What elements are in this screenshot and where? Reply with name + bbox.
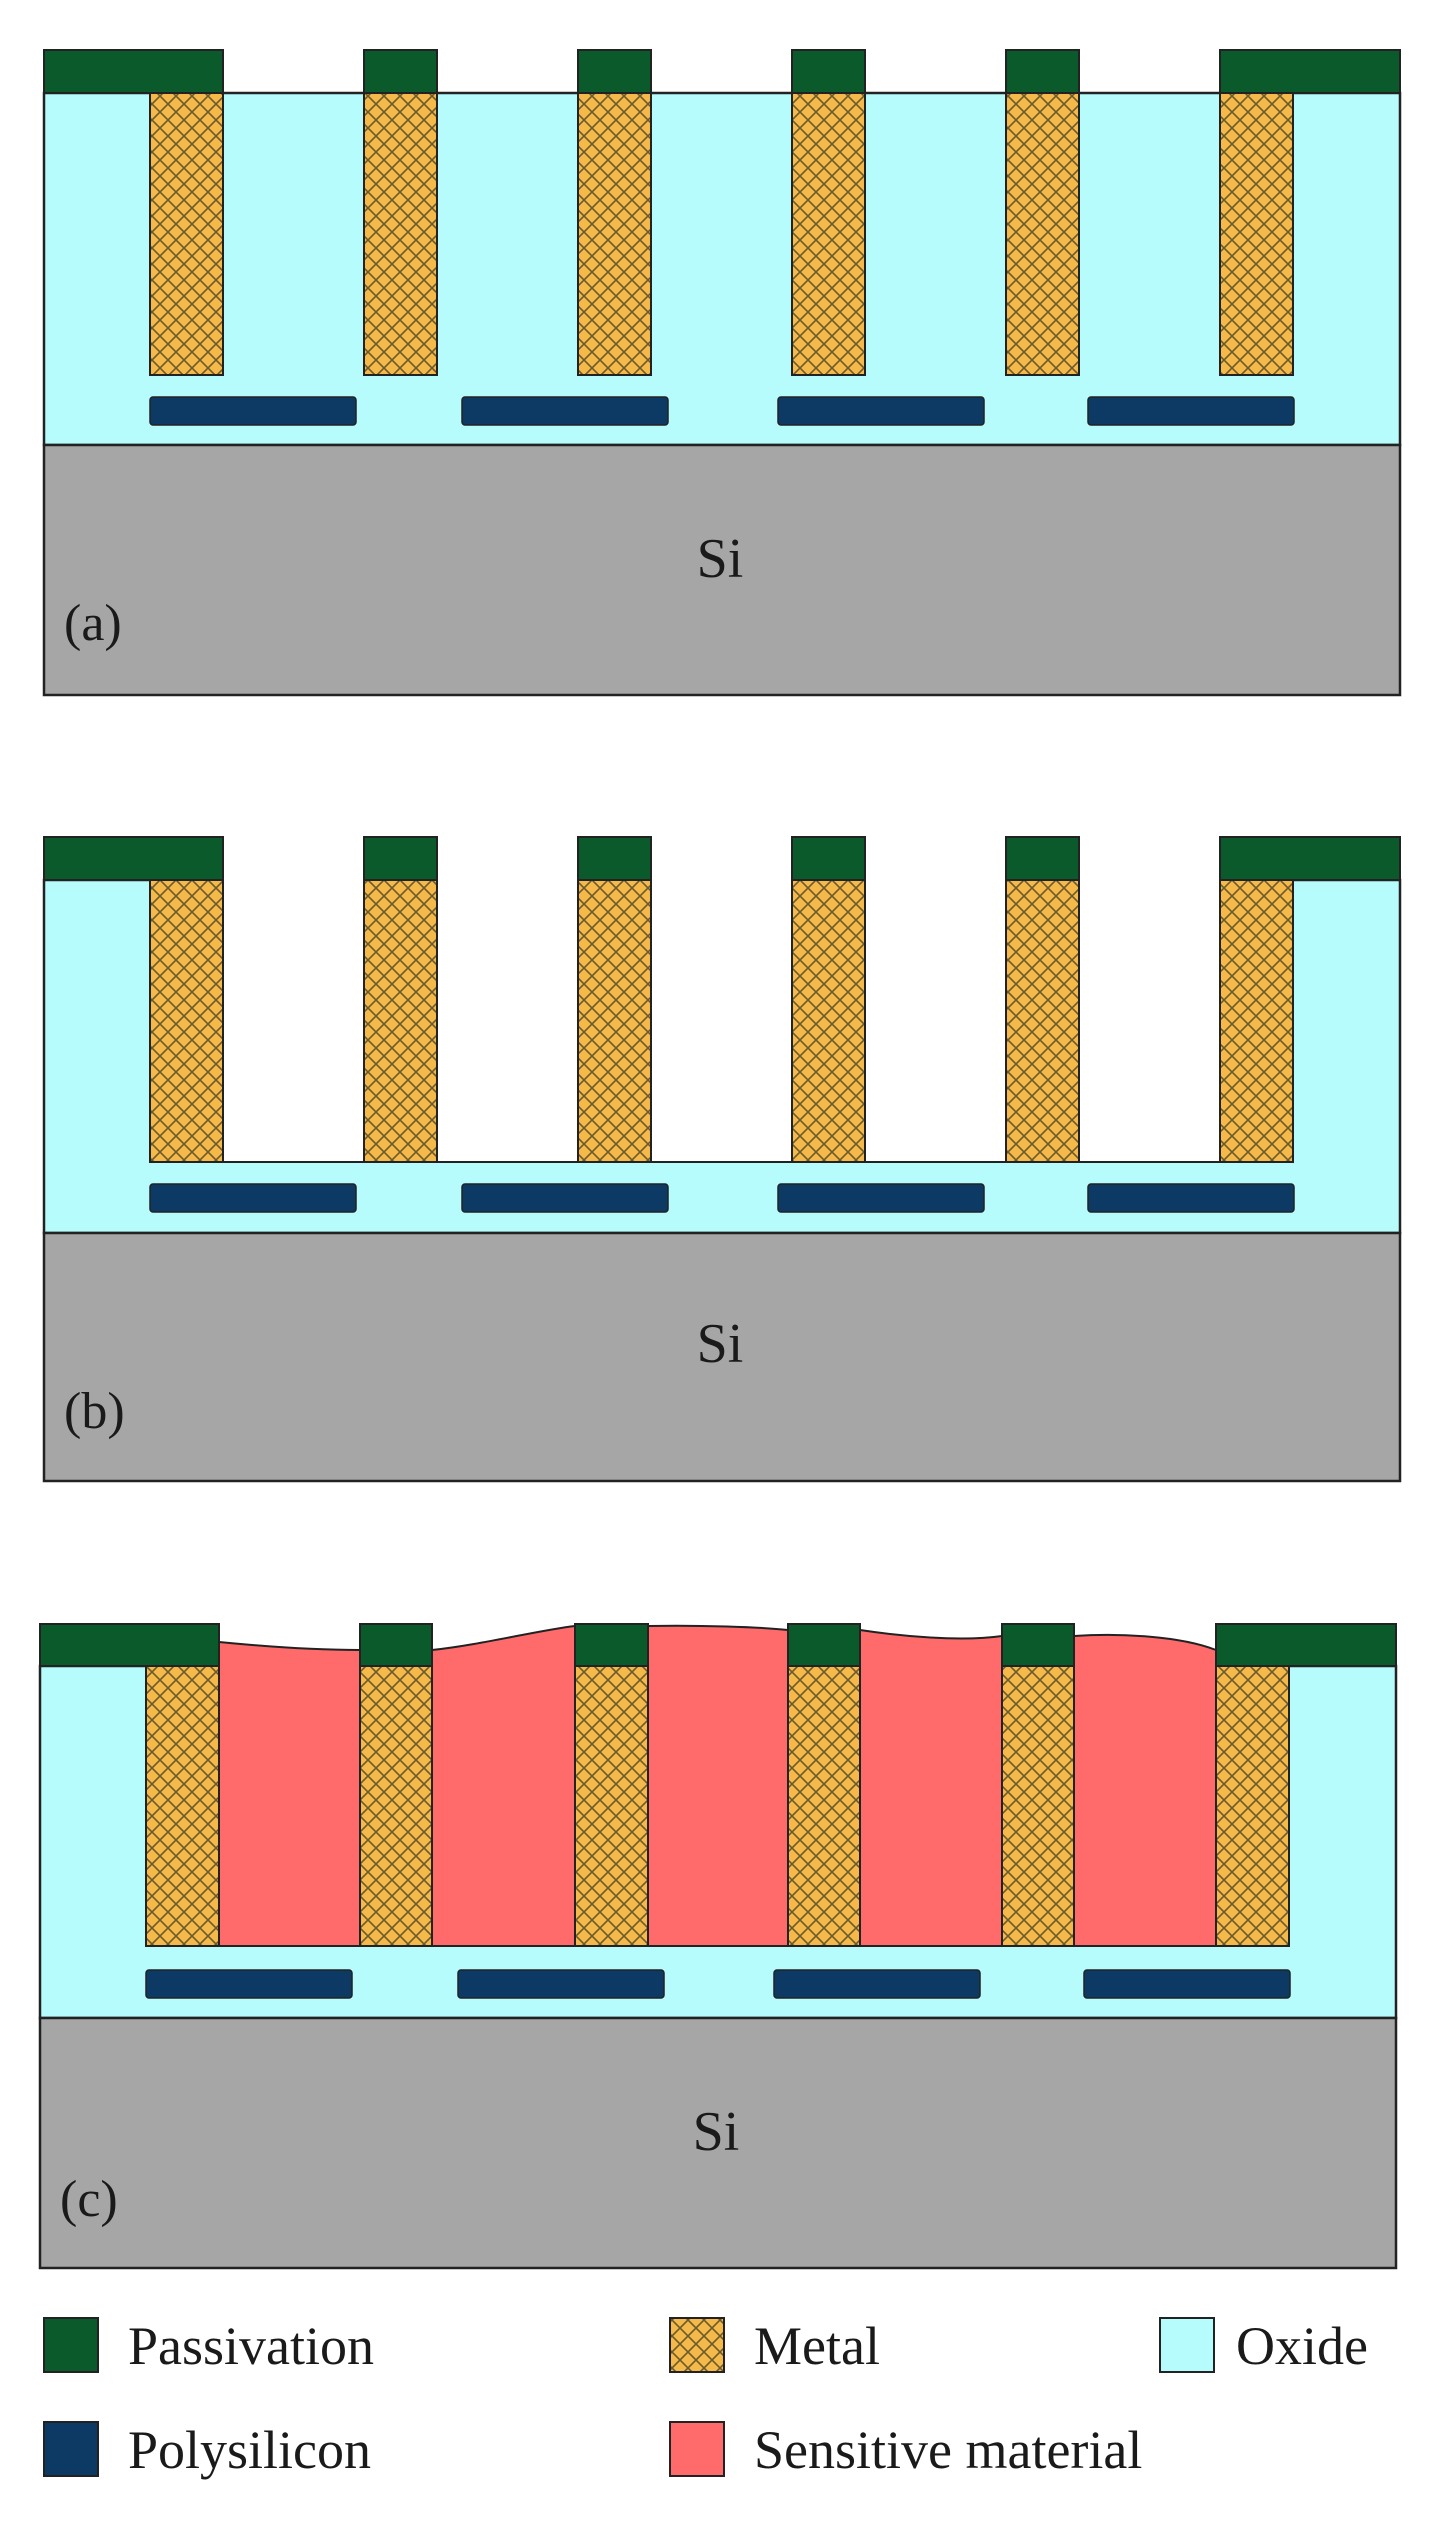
legend-label: Sensitive material (754, 2420, 1142, 2480)
metal-electrode (363, 879, 438, 1163)
metal-electrode (1215, 1665, 1290, 1947)
passivation-cap (1219, 836, 1401, 881)
polysilicon-strip (777, 1183, 985, 1213)
passivation-cap (787, 1623, 861, 1667)
passivation-cap (43, 49, 224, 94)
metal-electrode (791, 92, 866, 376)
passivation-caps (43, 836, 1401, 881)
metal-electrode (149, 879, 224, 1163)
panel-b: Si (b) (42, 836, 1402, 1483)
metal-electrode (149, 92, 224, 376)
polysilicon-strip (149, 396, 357, 426)
passivation-cap (39, 1623, 220, 1667)
panel-a: Si (a) (42, 49, 1402, 697)
legend-item-metal: Metal (669, 2316, 880, 2376)
substrate-label: Si (693, 2101, 740, 2163)
metal-electrode (359, 1665, 433, 1947)
passivation-swatch (43, 2317, 99, 2373)
polysilicon-swatch (43, 2421, 99, 2477)
passivation-cap (791, 836, 866, 881)
metal-swatch (669, 2317, 725, 2373)
polysilicon-heaters (145, 1969, 1291, 1999)
passivation-cap (791, 49, 866, 94)
metal-electrode (363, 92, 438, 376)
legend-label: Polysilicon (128, 2420, 371, 2480)
polysilicon-strip (1083, 1969, 1291, 1999)
polysilicon-strip (777, 396, 985, 426)
oxide-layer (42, 91, 1402, 447)
polysilicon-strip (1087, 396, 1295, 426)
oxide-swatch (1159, 2317, 1215, 2373)
legend-item-sensitive-material: Sensitive material (669, 2420, 1142, 2480)
panel-c: Si (c) (38, 1623, 1398, 2270)
metal-electrode (1219, 92, 1294, 376)
passivation-caps (39, 1623, 1397, 1667)
passivation-cap (1005, 49, 1080, 94)
silicon-substrate (42, 1231, 1402, 1483)
passivation-cap (363, 49, 438, 94)
passivation-cap (577, 49, 652, 94)
passivation-cap (363, 836, 438, 881)
metal-electrode (577, 879, 652, 1163)
legend-item-passivation: Passivation (43, 2316, 374, 2376)
panel-label: (a) (64, 595, 122, 652)
legend-label: Passivation (128, 2316, 374, 2376)
metal-electrode (1005, 92, 1080, 376)
passivation-cap (1219, 49, 1401, 94)
substrate-label: Si (697, 1313, 744, 1375)
metal-electrode (577, 92, 652, 376)
sensitive-material (218, 1624, 1217, 1947)
metal-electrode (1001, 1665, 1075, 1947)
passivation-cap (1001, 1623, 1075, 1667)
polysilicon-strip (457, 1969, 665, 1999)
passivation-cap (574, 1623, 649, 1667)
metal-electrodes (145, 1665, 1290, 1947)
passivation-cap (43, 836, 224, 881)
silicon-substrate (38, 2016, 1398, 2270)
substrate-label: Si (697, 528, 744, 590)
passivation-caps (43, 49, 1401, 94)
legend-label: Metal (754, 2316, 880, 2376)
legend-label: Oxide (1236, 2316, 1368, 2376)
polysilicon-strip (149, 1183, 357, 1213)
metal-electrode (787, 1665, 861, 1947)
legend-item-polysilicon: Polysilicon (43, 2420, 371, 2480)
polysilicon-heaters (149, 396, 1295, 426)
metal-electrode (574, 1665, 649, 1947)
metal-electrode (1219, 879, 1294, 1163)
panel-label: (c) (60, 2171, 118, 2228)
panel-label: (b) (64, 1383, 125, 1440)
sensitive-material-swatch (669, 2421, 725, 2477)
polysilicon-strip (773, 1969, 981, 1999)
metal-electrode (1005, 879, 1080, 1163)
passivation-cap (359, 1623, 433, 1667)
polysilicon-strip (145, 1969, 353, 1999)
passivation-cap (1215, 1623, 1397, 1667)
legend-item-oxide: Oxide (1159, 2316, 1368, 2376)
passivation-cap (577, 836, 652, 881)
silicon-substrate (42, 443, 1402, 697)
metal-electrode (145, 1665, 220, 1947)
legend: Passivation Metal Oxide Polysilicon Sens… (43, 2316, 1368, 2480)
etched-cavity (150, 878, 1293, 1162)
polysilicon-strip (461, 1183, 669, 1213)
polysilicon-strip (1087, 1183, 1295, 1213)
polysilicon-strip (461, 396, 669, 426)
metal-electrodes (149, 92, 1294, 376)
passivation-cap (1005, 836, 1080, 881)
metal-electrode (791, 879, 866, 1163)
polysilicon-heaters (149, 1183, 1295, 1213)
